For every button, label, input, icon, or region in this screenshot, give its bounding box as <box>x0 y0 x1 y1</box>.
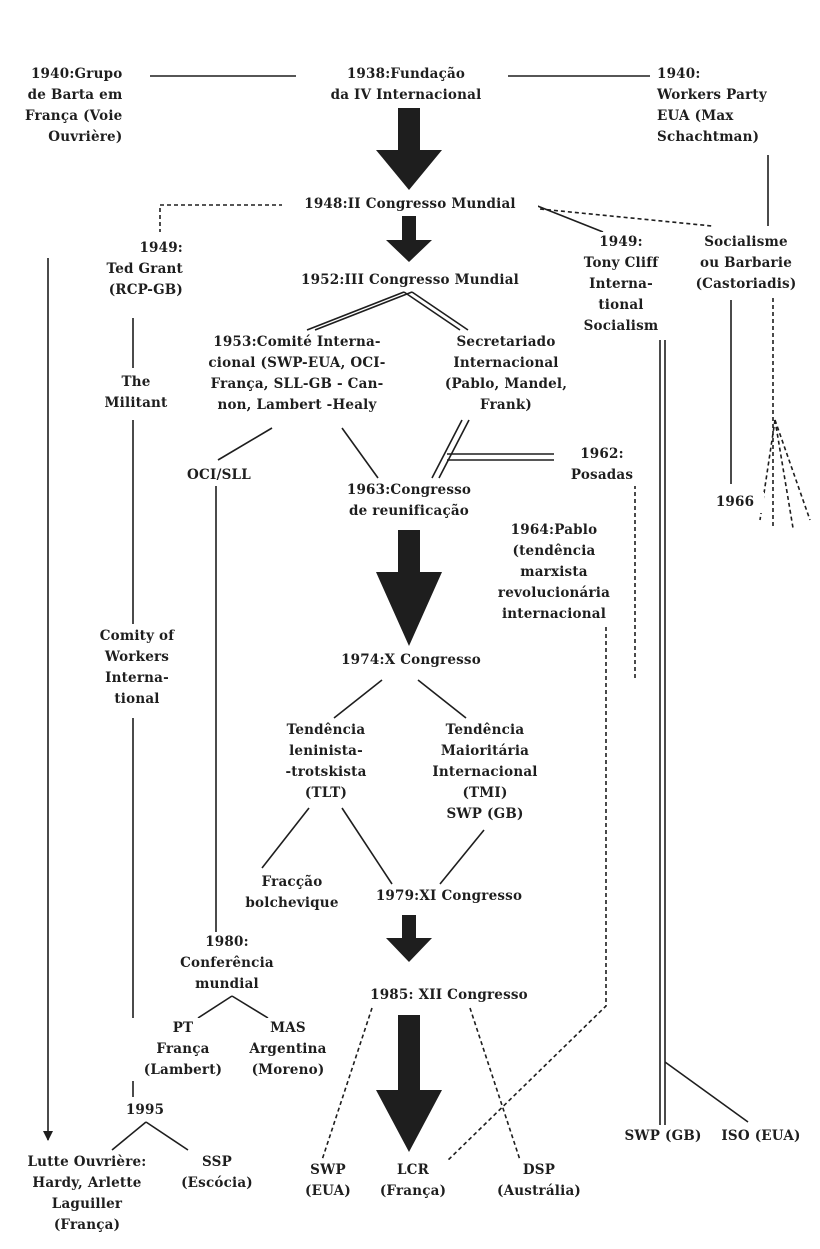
node-comity-workers: Comity of Workers Interna- tional <box>88 626 186 710</box>
node-1995: 1995 <box>112 1100 178 1121</box>
node-posadas: 1962: Posadas <box>554 444 650 486</box>
node-ssp: SSP (Escócia) <box>164 1152 270 1194</box>
edge-ii-to-tedgrant <box>159 204 283 232</box>
node-xi-congresso: 1979:XI Congresso <box>352 886 546 907</box>
node-reunificacao: 1963:Congresso de reunificação <box>322 480 496 522</box>
arrow-xi-xii <box>386 915 432 962</box>
node-fraccao: Fracção bolchevique <box>226 872 358 914</box>
node-conferencia-1980: 1980: Conferência mundial <box>158 932 296 995</box>
node-lutte-ouvriere: Lutte Ouvrière: Hardy, Arlette Laguiller… <box>12 1152 162 1236</box>
node-dsp: DSP (Austrália) <box>480 1160 598 1202</box>
node-fundacao: 1938:Fundação da IV Internacional <box>318 64 494 106</box>
edge-comite-ocisll <box>217 427 273 461</box>
node-swp-gb: SWP (GB) <box>608 1126 718 1147</box>
edge-ii-to-socialisme <box>539 208 713 227</box>
node-pablo-1964: 1964:Pablo (tendência marxista revolucio… <box>478 520 630 625</box>
arrow-xii-lcr <box>376 1015 442 1152</box>
node-iii-congresso: 1952:III Congresso Mundial <box>276 270 544 291</box>
node-tmi: Tendência Maioritária Internacional (TMI… <box>410 720 560 825</box>
edge-cliff-iso <box>664 1061 749 1123</box>
node-1966: 1966 <box>706 492 764 513</box>
node-ii-congresso: 1948:II Congresso Mundial <box>282 194 538 215</box>
node-secretariado: Secretariado Internacional (Pablo, Mande… <box>432 332 580 416</box>
arrow-fundacao-ii <box>376 108 442 190</box>
edge-pablo-lcr <box>441 620 607 1167</box>
node-tlt: Tendência leninista- -trotskista (TLT) <box>268 720 384 804</box>
node-oci-sll: OCI/SLL <box>176 465 262 486</box>
node-swp-eua: SWP (EUA) <box>288 1160 368 1202</box>
edge-comite-reunificacao <box>341 427 379 479</box>
node-ted-grant: 1949: Ted Grant (RCP-GB) <box>70 238 186 301</box>
node-mas-argentina: MAS Argentina (Moreno) <box>232 1018 344 1081</box>
node-xii-congresso: 1985: XII Congresso <box>348 985 550 1006</box>
node-iso-eua: ISO (EUA) <box>710 1126 812 1147</box>
node-socialisme-barbarie: Socialisme ou Barbarie (Castoriadis) <box>682 232 810 295</box>
node-x-congresso: 1974:X Congresso <box>318 650 504 671</box>
node-grupo-barta: 1940:Grupo de Barta em França (Voie Ouvr… <box>22 64 126 148</box>
node-lcr: LCR (França) <box>364 1160 462 1202</box>
node-pt-franca: PT França (Lambert) <box>130 1018 236 1081</box>
node-workers-party: 1940: Workers Party EUA (Max Schachtman) <box>654 64 770 148</box>
arrow-reunificacao-x <box>376 530 442 646</box>
node-tony-cliff: 1949: Tony Cliff Interna- tional Sociali… <box>570 232 672 337</box>
node-comite-internacional: 1953:Comité Interna- cional (SWP-EUA, OC… <box>192 332 402 416</box>
edge-ii-to-tonycliff <box>534 204 604 233</box>
arrow-ii-iii <box>386 216 432 262</box>
node-the-militant: The Militant <box>100 372 172 414</box>
